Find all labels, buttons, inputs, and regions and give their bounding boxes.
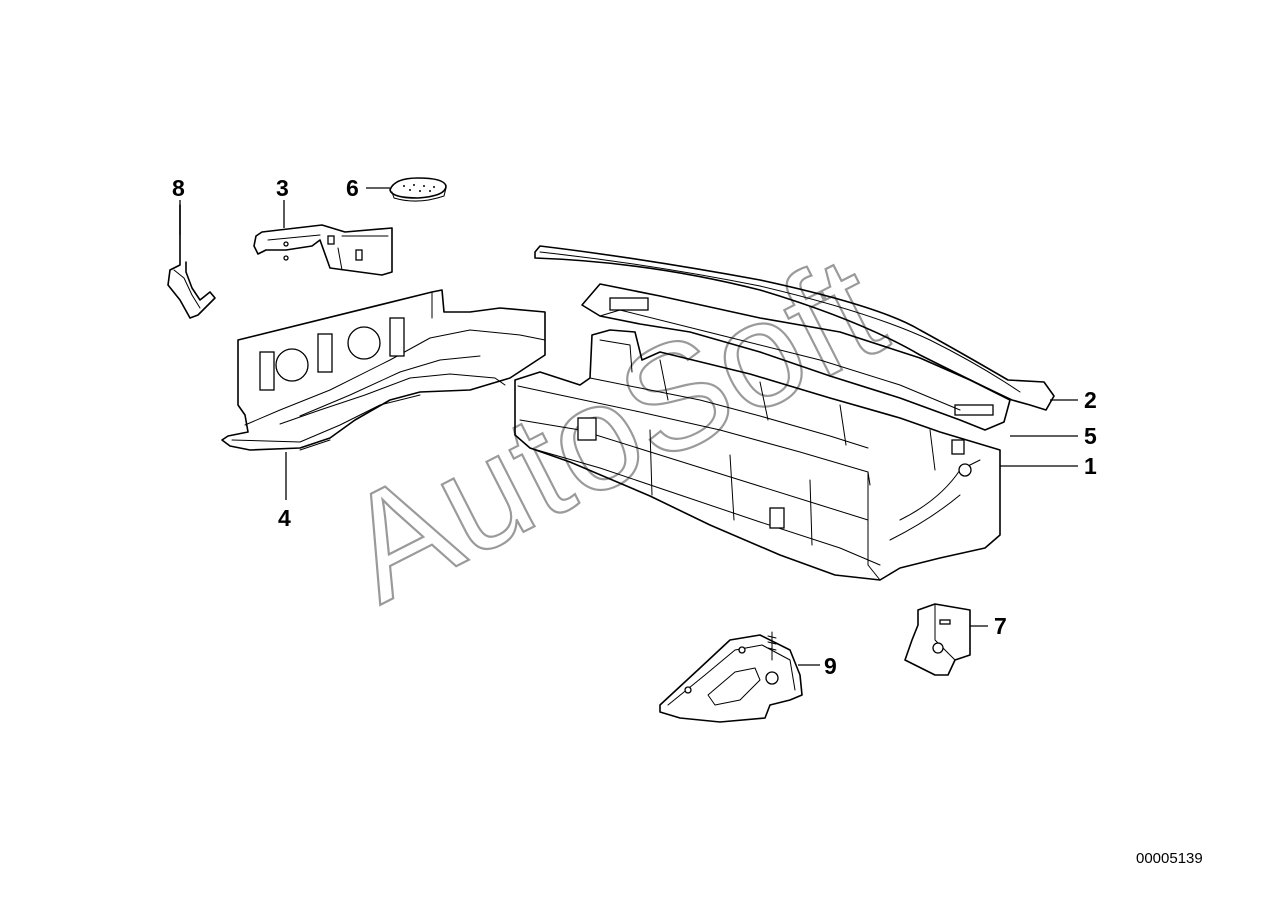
part-6-plug bbox=[389, 177, 447, 202]
diagram-code: 00005139 bbox=[1136, 850, 1203, 867]
part-1-compartment bbox=[514, 329, 1001, 581]
callout-9: 9 bbox=[824, 653, 837, 679]
part-9-mount-plate bbox=[659, 631, 803, 723]
callout-2: 2 bbox=[1084, 387, 1097, 413]
callout-labels: 8 3 6 4 2 5 1 7 9 bbox=[172, 175, 1097, 679]
callout-1: 1 bbox=[1084, 453, 1097, 479]
callout-6: 6 bbox=[346, 175, 359, 201]
callout-4: 4 bbox=[278, 505, 291, 531]
part-3-bracket bbox=[253, 224, 393, 276]
part-5-shelf-panel bbox=[581, 283, 1011, 431]
callout-8: 8 bbox=[172, 175, 185, 201]
callout-5: 5 bbox=[1084, 423, 1097, 449]
part-2-top-rail bbox=[534, 245, 1055, 411]
part-4-side-panel bbox=[221, 289, 546, 451]
callout-7: 7 bbox=[994, 613, 1007, 639]
part-8-clip bbox=[167, 204, 216, 319]
leader-lines bbox=[179, 187, 1078, 666]
watermark: AutoSoft bbox=[318, 223, 907, 634]
part-7-bracket bbox=[904, 603, 971, 676]
callout-3: 3 bbox=[276, 175, 289, 201]
